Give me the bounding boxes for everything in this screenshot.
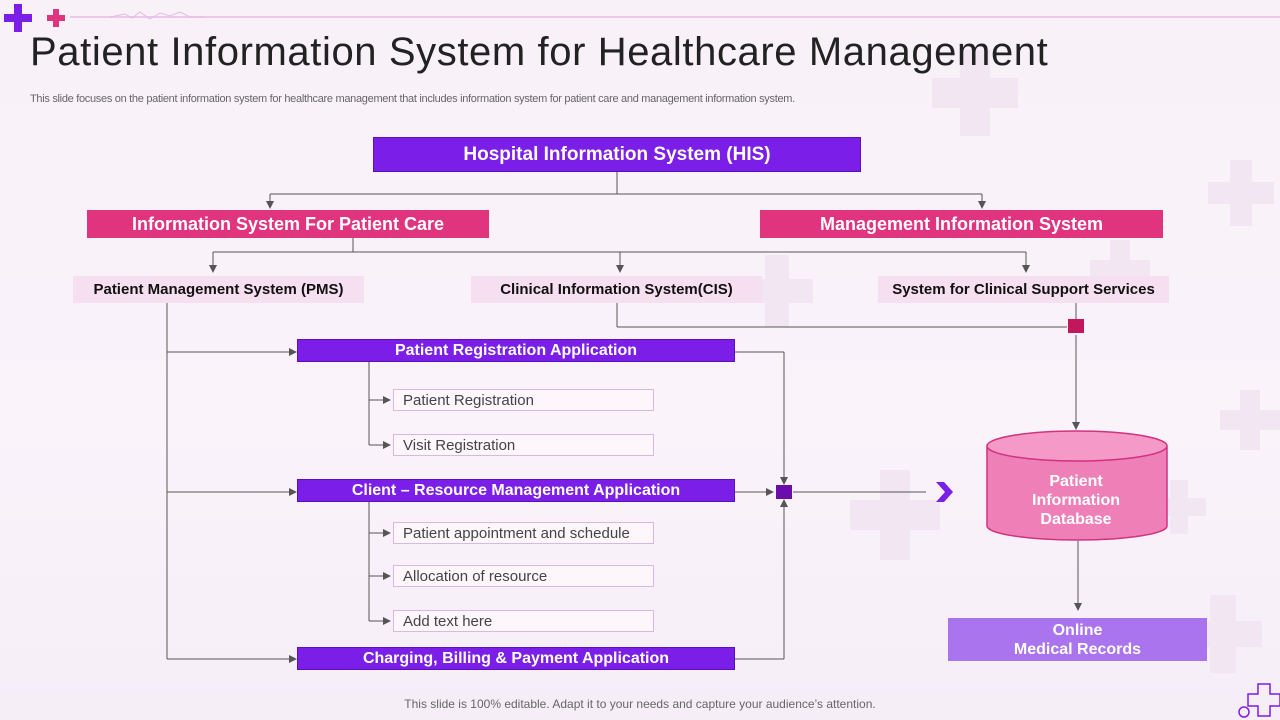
- database-label-line: Database: [1040, 511, 1112, 528]
- online-medical-records-box: Online Medical Records: [948, 618, 1207, 661]
- medical-bag-icon: [1238, 683, 1280, 718]
- page-subtitle: This slide focuses on the patient inform…: [30, 93, 795, 105]
- billing-payment-application: Charging, Billing & Payment Application: [297, 647, 735, 670]
- footer-text: This slide is 100% editable. Adapt it to…: [404, 697, 876, 711]
- database-cylinder: [986, 430, 1168, 541]
- database-label: Patient Information Database: [986, 472, 1166, 529]
- online-records-line: Online: [1052, 621, 1103, 639]
- appointment-schedule-item: Patient appointment and schedule: [393, 522, 654, 544]
- small-plus-icon: [47, 9, 65, 27]
- online-records-line: Medical Records: [1013, 640, 1142, 658]
- cis-box: Clinical Information System(CIS): [471, 276, 762, 303]
- patient-registration-item: Patient Registration: [393, 389, 654, 411]
- patient-registration-application: Patient Registration Application: [297, 339, 735, 362]
- page-title: Patient Information System for Healthcar…: [30, 30, 1049, 74]
- database-label-line: Information: [1032, 492, 1120, 509]
- his-box: Hospital Information System (HIS): [373, 137, 861, 172]
- add-text-item: Add text here: [393, 610, 654, 632]
- plus-icon: [4, 4, 32, 32]
- junction-node: [1068, 319, 1084, 333]
- visit-registration-item: Visit Registration: [393, 434, 654, 456]
- client-resource-management-application: Client – Resource Management Application: [297, 479, 735, 502]
- patient-care-box: Information System For Patient Care: [87, 210, 489, 238]
- database-label-line: Patient: [1049, 473, 1103, 490]
- clinical-support-box: System for Clinical Support Services: [878, 276, 1169, 303]
- chevron-right-icon: [936, 482, 953, 502]
- pms-box: Patient Management System (PMS): [73, 276, 364, 303]
- faint-cross-icon: [741, 50, 1280, 673]
- allocation-resource-item: Allocation of resource: [393, 565, 654, 587]
- mis-box: Management Information System: [760, 210, 1163, 238]
- junction-node: [776, 485, 792, 499]
